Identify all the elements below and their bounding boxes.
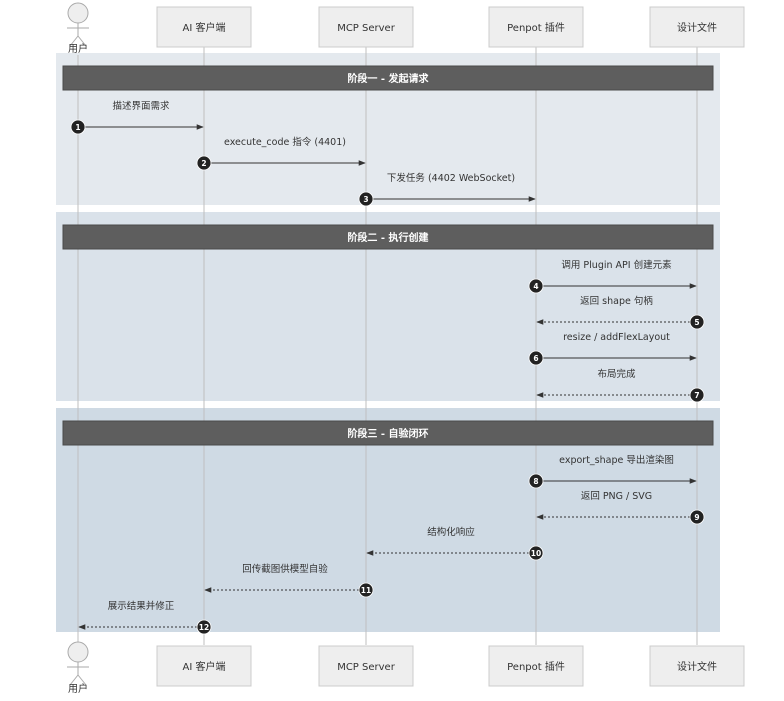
message-label: 返回 PNG / SVG [581, 490, 652, 502]
user-figure-icon [67, 641, 89, 686]
sequence-number: 3 [363, 195, 368, 204]
actor-user-bottom: 用户 [67, 641, 89, 695]
message-2: execute_code 指令 (4401) 2 [196, 136, 366, 171]
message-label: execute_code 指令 (4401) [224, 136, 346, 148]
message-label: 结构化响应 [427, 526, 475, 538]
sequence-number: 9 [694, 513, 699, 522]
sequence-number-badge: 8 [528, 473, 544, 489]
participant-design-file-label-bottom: 设计文件 [677, 660, 717, 673]
participant-design-file-label-top: 设计文件 [677, 21, 717, 34]
participant-ai-client-label-top: AI 客户端 [183, 21, 226, 34]
sequence-number: 12 [199, 623, 209, 632]
sequence-number: 8 [533, 477, 538, 486]
sequence-number-badge: 3 [358, 191, 374, 207]
message-4: 调用 Plugin API 创建元素 4 [528, 259, 697, 294]
actor-user-label-bottom: 用户 [68, 682, 88, 695]
message-11: 回传截图供模型自验 11 [204, 563, 374, 598]
phase-title-1: 阶段一 - 发起请求 [347, 72, 429, 85]
participant-design-file-bottom: 设计文件 [649, 645, 745, 687]
message-6: resize / addFlexLayout 6 [528, 332, 697, 366]
participant-penpot-plugin-label-top: Penpot 插件 [507, 21, 565, 34]
sequence-number-badge: 4 [528, 278, 544, 294]
participant-penpot-plugin-label-bottom: Penpot 插件 [507, 660, 565, 673]
message-9: 返回 PNG / SVG 9 [536, 490, 705, 525]
sequence-number-badge: 12 [196, 619, 212, 635]
actor-user-label-top: 用户 [68, 42, 88, 55]
message-label: 布局完成 [597, 368, 636, 380]
message-8: export_shape 导出渲染图 8 [528, 454, 697, 489]
lifelines [77, 47, 698, 645]
participant-ai-client-bottom: AI 客户端 [156, 645, 252, 687]
sequence-number-badge: 7 [689, 387, 705, 403]
sequence-number: 1 [75, 123, 80, 132]
message-label: 调用 Plugin API 创建元素 [561, 259, 672, 271]
sequence-number-badge: 1 [70, 119, 86, 135]
message-12: 展示结果并修正 12 [78, 600, 212, 635]
sequence-number: 6 [533, 354, 538, 363]
message-5: 返回 shape 句柄 5 [536, 295, 705, 330]
phase-title-2: 阶段二 - 执行创建 [347, 231, 429, 244]
sequence-number: 5 [694, 318, 699, 327]
participant-mcp-server-label-top: MCP Server [337, 23, 396, 34]
sequence-number-badge: 6 [528, 350, 544, 366]
sequence-number: 2 [201, 159, 206, 168]
sequence-number: 10 [531, 549, 541, 558]
participant-ai-client-top: AI 客户端 [156, 6, 252, 48]
actor-user-top: 用户 [67, 2, 89, 55]
phase-title-bar-2: 阶段二 - 执行创建 [62, 224, 714, 250]
message-1: 描述界面需求 1 [70, 100, 204, 135]
messages: 描述界面需求 1 execute_code 指令 (4401) 2 下发任务 (4402… [70, 100, 705, 635]
participant-design-file-top: 设计文件 [649, 6, 745, 48]
message-7: 布局完成 7 [536, 368, 705, 403]
participant-ai-client-label-bottom: AI 客户端 [183, 660, 226, 673]
sequence-number-badge: 2 [196, 155, 212, 171]
phase-title-bar-1: 阶段一 - 发起请求 [62, 65, 714, 91]
sequence-number-badge: 5 [689, 314, 705, 330]
message-label: 返回 shape 句柄 [580, 295, 653, 307]
participant-mcp-server-bottom: MCP Server [318, 645, 414, 687]
message-label: 描述界面需求 [112, 100, 170, 112]
message-label: 回传截图供模型自验 [242, 563, 328, 575]
sequence-number: 11 [361, 586, 371, 595]
message-label: 下发任务 (4402 WebSocket) [387, 172, 515, 184]
participant-penpot-plugin-bottom: Penpot 插件 [488, 645, 584, 687]
phase-title-3: 阶段三 - 自验闭环 [347, 427, 428, 440]
participant-mcp-server-label-bottom: MCP Server [337, 662, 396, 673]
message-10: 结构化响应 10 [366, 526, 544, 561]
message-3: 下发任务 (4402 WebSocket) 3 [358, 172, 536, 207]
sequence-number-badge: 11 [358, 582, 374, 598]
sequence-number-badge: 10 [528, 545, 544, 561]
message-label: 展示结果并修正 [108, 600, 175, 612]
user-figure-icon [67, 2, 89, 47]
message-label: export_shape 导出渲染图 [559, 454, 674, 466]
participant-mcp-server-top: MCP Server [318, 6, 414, 48]
phase-title-bar-3: 阶段三 - 自验闭环 [62, 420, 714, 446]
message-label: resize / addFlexLayout [563, 332, 670, 343]
participant-penpot-plugin-top: Penpot 插件 [488, 6, 584, 48]
sequence-number: 7 [694, 391, 699, 400]
sequence-number-badge: 9 [689, 509, 705, 525]
sequence-number: 4 [533, 282, 538, 291]
